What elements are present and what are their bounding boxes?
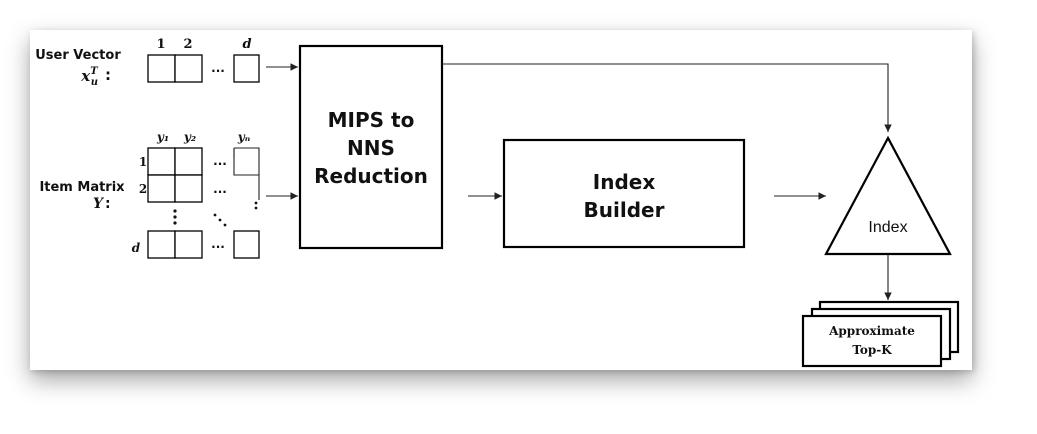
user-vector-col-header-d: d [242,37,251,52]
item-matrix-row-header-d: d [132,241,141,255]
item-matrix-col-header-y1: y₁ [156,130,169,144]
index-builder-line-1: Index [593,170,656,194]
item-matrix-cell [233,230,260,259]
item-matrix-group: Item Matrix Y : y₁ y₂ yₙ 1 2 d ··· ··· [39,130,298,259]
output-line-2: Top-K [852,343,892,357]
mips-line-2: NNS [347,136,395,160]
item-matrix-col-header-y2: y₂ [183,130,196,144]
index-builder-line-2: Builder [584,198,665,222]
item-matrix-cell [174,174,203,203]
index-builder-box: Index Builder [502,138,746,249]
item-matrix-right-cell [233,147,260,176]
item-matrix-cell [174,147,203,176]
item-matrix-cell [147,174,176,203]
item-matrix-cell [174,230,203,259]
stack-card-front [801,314,943,368]
mips-line-3: Reduction [314,164,428,188]
item-matrix-right-vertical-ellipsis [254,201,258,210]
approximate-top-k-stack: Approximate Top-K [801,300,960,368]
item-matrix-cell [147,230,176,259]
item-matrix-bottom-ellipsis: ··· [211,240,225,254]
item-matrix-diagonal-ellipsis [213,213,227,227]
item-matrix-row-header-2: 2 [139,182,147,196]
item-matrix-cell [147,147,176,176]
user-vector-label: User Vector [35,48,121,63]
output-line-1: Approximate [828,324,915,338]
user-vector-colon: : [105,66,111,84]
item-matrix-row2-ellipsis: ··· [213,185,227,199]
item-matrix-colon: : [105,196,111,212]
item-matrix-row1-ellipsis: ··· [213,157,227,171]
index-label: Index [868,219,907,236]
item-matrix-label: Item Matrix [39,180,125,195]
user-vector-cell [233,54,260,83]
user-vector-cell [174,54,203,83]
item-matrix-row-header-1: 1 [139,155,147,169]
index-triangle: Index [824,135,952,256]
user-vector-ellipsis: ··· [211,64,225,78]
item-matrix-col-header-yn: yₙ [237,130,251,144]
item-matrix-symbol: Y [93,196,105,212]
mips-to-index-arrow [442,63,892,132]
mips-reduction-box: MIPS to NNS Reduction [298,44,444,250]
item-matrix-vertical-ellipsis [173,209,177,225]
item-matrix-right-cell [234,174,260,200]
mips-line-1: MIPS to [328,108,415,132]
user-vector-cell [147,54,176,83]
user-vector-col-header-1: 1 [156,37,165,52]
user-vector-col-header-2: 2 [183,37,192,52]
